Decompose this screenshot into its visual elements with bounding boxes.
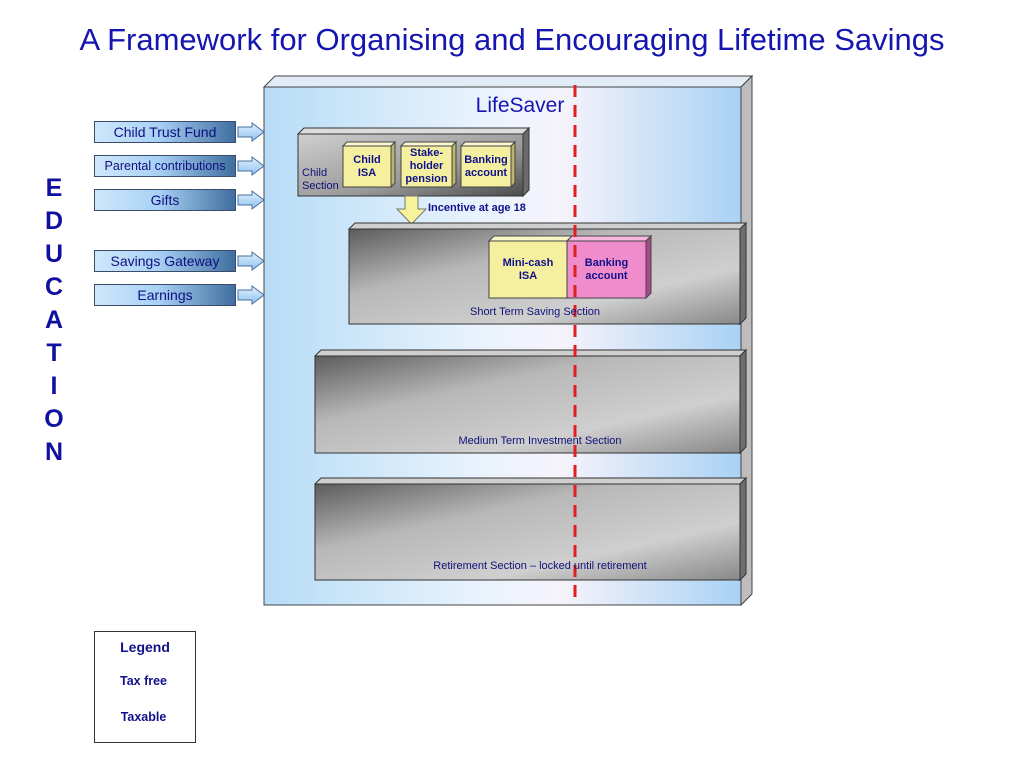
education-letter: I	[50, 372, 58, 400]
stakeholder-pension-chip: Stake- holder pension	[401, 146, 452, 187]
education-letter: C	[44, 273, 64, 301]
chip-text-line: pension	[405, 173, 448, 185]
retirement-top-face	[313, 477, 748, 485]
medium-term-section	[314, 355, 741, 454]
input-savings-gateway: Savings Gateway	[94, 250, 236, 272]
child-section-top-face	[296, 127, 531, 135]
input-arrow	[237, 251, 265, 271]
education-vertical-label: E D U C A T I O N	[38, 172, 70, 469]
retirement-section-label: Retirement Section – locked until retire…	[433, 560, 647, 572]
input-parental-contributions: Parental contributions	[94, 155, 236, 177]
child-section-label-line: Child	[302, 167, 328, 179]
child-isa-side-face	[390, 140, 396, 189]
education-letter: N	[44, 438, 64, 466]
mini-cash-isa-chip: Mini-cash ISA	[489, 241, 567, 298]
banking-account-taxable-chip-box	[566, 240, 647, 299]
chip-text-line: Mini-cash	[502, 256, 554, 269]
input-earnings: Earnings	[94, 284, 236, 306]
short-term-side-face	[739, 221, 747, 326]
banking-account-child-chip-box	[460, 145, 512, 188]
short-term-section-label: Short Term Saving Section	[469, 306, 601, 318]
banking-account-child-chip: Banking account	[461, 146, 511, 187]
input-gifts: Gifts	[94, 189, 236, 211]
medium-term-side-face	[739, 348, 747, 455]
chip-text-line: account	[585, 269, 628, 282]
chip-text-line: account	[464, 166, 508, 179]
chip-text-line: holder	[409, 160, 444, 172]
chip-text-line: ISA	[518, 269, 538, 282]
education-letter: E	[45, 174, 63, 202]
banking-account-taxable-side-face	[645, 234, 652, 300]
lifesaver-box-top-face	[262, 75, 754, 88]
incentive-arrow	[395, 195, 428, 225]
medium-term-top-face	[313, 349, 748, 357]
child-section-side-face	[522, 126, 530, 198]
education-letter: D	[44, 207, 64, 235]
chip-text-line: Banking	[584, 256, 629, 269]
incentive-label: Incentive at age 18	[428, 202, 526, 214]
education-letter: A	[44, 306, 64, 334]
child-section-label-line: Section	[302, 180, 339, 192]
retirement-side-face	[739, 476, 747, 582]
child-isa-chip: Child ISA	[343, 146, 391, 187]
legend-item-taxable: Taxable	[120, 710, 167, 724]
mini-cash-isa-chip-box	[488, 240, 568, 299]
chip-text-line: Banking	[464, 153, 508, 166]
lifesaver-title: LifeSaver	[475, 94, 565, 117]
stakeholder-pension-side-face	[451, 140, 457, 189]
input-child-trust-fund: Child Trust Fund	[94, 121, 236, 143]
input-arrow	[237, 285, 265, 305]
retirement-section	[314, 483, 741, 581]
child-isa-chip-box	[342, 145, 392, 188]
input-arrow	[237, 190, 265, 210]
banking-account-child-side-face	[510, 140, 516, 189]
education-letter: O	[44, 405, 64, 433]
legend: Legend	[94, 631, 196, 743]
chip-text-line: ISA	[357, 166, 377, 179]
education-letter: T	[46, 339, 62, 367]
chip-text-line: Stake-	[409, 147, 444, 159]
chip-text-line: Child	[353, 153, 381, 166]
education-letter: U	[44, 240, 64, 268]
child-section-label: Child Section	[302, 167, 346, 193]
legend-title: Legend	[120, 639, 170, 655]
page-title: A Framework for Organising and Encouragi…	[79, 22, 945, 57]
legend-item-tax-free: Tax free	[119, 674, 167, 688]
stakeholder-pension-chip-box	[400, 145, 453, 188]
input-arrow	[237, 122, 265, 142]
input-arrow	[237, 156, 265, 176]
medium-term-section-label: Medium Term Investment Section	[458, 435, 622, 447]
short-term-top-face	[347, 222, 748, 230]
banking-account-taxable-chip: Banking account	[567, 241, 646, 298]
